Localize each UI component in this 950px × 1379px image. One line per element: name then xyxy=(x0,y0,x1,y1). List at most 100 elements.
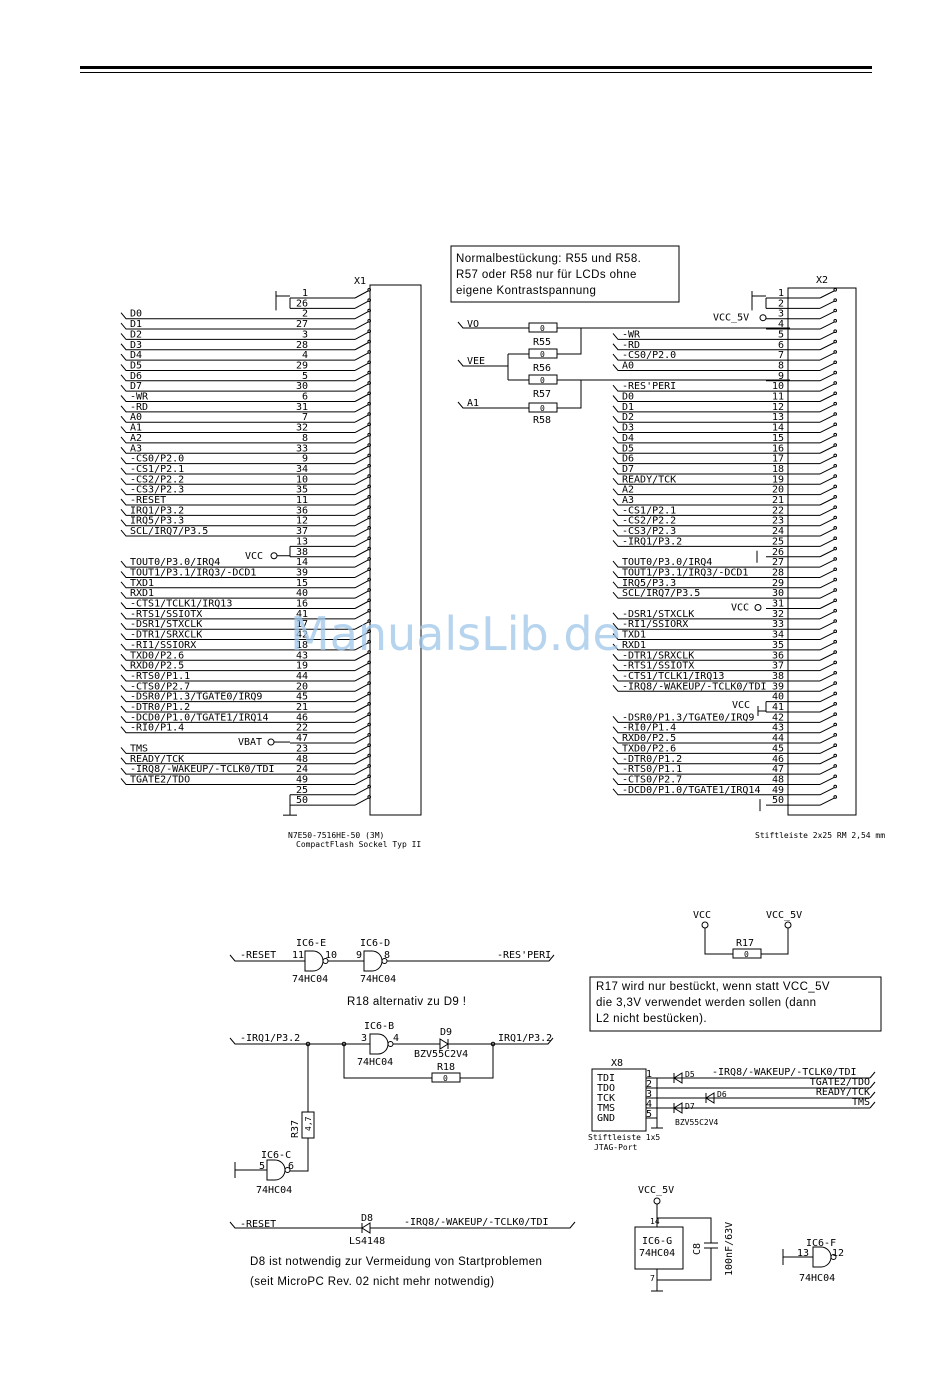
x2-signal-wire xyxy=(612,446,820,454)
x1-pin-number: 37 xyxy=(296,526,308,537)
x2-signal-wire xyxy=(612,477,820,485)
x1-signal-wire xyxy=(120,436,355,444)
net-vee-wire xyxy=(457,359,508,367)
ic6d-part: 74HC04 xyxy=(360,974,396,985)
x1-signal-wire xyxy=(120,560,355,568)
x2-pin-number: 26 xyxy=(772,547,784,558)
x2-pin-number: 47 xyxy=(772,764,784,775)
x1-pin-number: 7 xyxy=(302,412,308,423)
x2-pin-number: 24 xyxy=(772,526,784,537)
x2-contact xyxy=(819,487,835,496)
x2-pin-number: 29 xyxy=(772,578,784,589)
x2-contact xyxy=(819,766,835,775)
r18-label: R18 xyxy=(437,1062,455,1073)
x1-contact-dot xyxy=(367,753,372,758)
x2-pin-number: 6 xyxy=(778,340,784,351)
x2-pin-number: 22 xyxy=(772,505,784,516)
r55-label: R55 xyxy=(533,337,551,348)
c8-bottom-wire xyxy=(657,1248,712,1281)
x2-signal-label: D6 xyxy=(622,454,634,465)
x1-pin-number: 18 xyxy=(296,640,308,651)
x1-signal-label: TMS xyxy=(130,743,148,754)
x2-contact xyxy=(819,507,835,516)
x2-pin-number: 16 xyxy=(772,443,784,454)
x2-contact xyxy=(819,590,835,599)
x1-contact xyxy=(354,683,369,692)
x2-signal-wire xyxy=(612,736,820,744)
x1-part: N7E50-7516HE-50 (3M) xyxy=(288,831,384,840)
x2-contact xyxy=(819,652,835,661)
x1-desc: CompactFlash Sockel Typ II xyxy=(296,840,421,849)
x2-contact-dot xyxy=(833,370,838,375)
x1-contact-dot xyxy=(367,733,372,737)
x2-pin-number: 31 xyxy=(772,599,784,610)
x2-signal-wire xyxy=(612,457,820,465)
x1-signal-label: A3 xyxy=(130,443,142,454)
x1-contact xyxy=(354,642,369,651)
x1-contact xyxy=(354,714,369,723)
x2-contact xyxy=(819,559,835,568)
x2-pin-number: 28 xyxy=(772,567,784,578)
x1-pin-number: 22 xyxy=(296,723,308,734)
x2-signal-wire xyxy=(612,384,820,392)
x2-contact xyxy=(819,725,835,734)
note-box-1-line-3: eigene Kontrastspannung xyxy=(456,285,596,297)
ic6b-pin-out: 4 xyxy=(393,1033,399,1044)
x1-contact-dot xyxy=(367,319,372,323)
x2-signal-label: -WR xyxy=(622,329,641,340)
x1-contact xyxy=(354,311,369,320)
x1-contact xyxy=(354,735,369,744)
x1-signal-label: IRQ1/P3.2 xyxy=(130,505,184,516)
x8-pin-name-3: TCK xyxy=(597,1093,615,1104)
d8-note-line-1: D8 ist notwendig zur Vermeidung von Star… xyxy=(250,1256,542,1268)
x1-pin-number: 16 xyxy=(296,599,308,610)
x2-signal-label: D3 xyxy=(622,423,634,434)
ic6c-bubble xyxy=(284,1167,291,1173)
x8-pin-num-3: 3 xyxy=(646,1089,652,1100)
x2-contact xyxy=(819,466,835,475)
ic6f-part: 74HC04 xyxy=(799,1273,835,1284)
jtag-diode-part: BZV55C2V4 xyxy=(675,1118,719,1127)
x2-pin-number: 8 xyxy=(778,360,784,371)
x1-contact xyxy=(354,507,369,516)
x1-contact-dot xyxy=(367,557,372,561)
d7-label: D7 xyxy=(685,1102,695,1111)
x2-contact xyxy=(819,456,835,465)
x1-signal-label: -DSR0/P1.3/TGATE0/IRQ9 xyxy=(130,692,262,703)
x1-signal-label: D5 xyxy=(130,360,142,371)
x1-contact xyxy=(354,673,369,682)
x2-signal-label: TOUT0/P3.0/IRQ4 xyxy=(622,557,712,568)
x1-signal-label: -CS1/P2.1 xyxy=(130,464,184,475)
x2-signal-wire xyxy=(612,415,820,423)
x1-signal-wire xyxy=(120,716,355,723)
x8-pin-num-1: 1 xyxy=(646,1069,652,1080)
x2-contact-dot xyxy=(833,350,838,354)
x1-contact-dot xyxy=(367,639,372,644)
x2-signal-wire xyxy=(612,498,820,506)
x1-signal-label: TOUT1/P3.1/IRQ3/-DCD1 xyxy=(130,567,256,578)
x1-contact xyxy=(354,497,369,506)
ic6b-pin-in: 3 xyxy=(361,1033,367,1044)
x1-signal-label: -IRQ8/-WAKEUP/-TCLK0/TDI xyxy=(130,764,275,775)
x1-signal-label: D4 xyxy=(130,350,142,361)
x2-signal-wire xyxy=(612,757,820,765)
x2-signal-wire xyxy=(612,405,820,413)
x1-pin-number: 24 xyxy=(296,764,308,775)
x1-pin-number: 45 xyxy=(296,692,308,703)
ic6f-label: IC6-F xyxy=(806,1238,836,1249)
x2-signal-label: -RD xyxy=(622,340,640,351)
x2-body xyxy=(787,287,857,816)
x2-pin-number: 12 xyxy=(772,402,784,413)
x2-pin-number: 5 xyxy=(778,329,784,340)
x2-contact-dot xyxy=(833,308,838,313)
x1-signal-label: RXD1 xyxy=(130,588,154,599)
x2-contact xyxy=(819,694,835,703)
ic6b-part: 74HC04 xyxy=(357,1057,393,1068)
